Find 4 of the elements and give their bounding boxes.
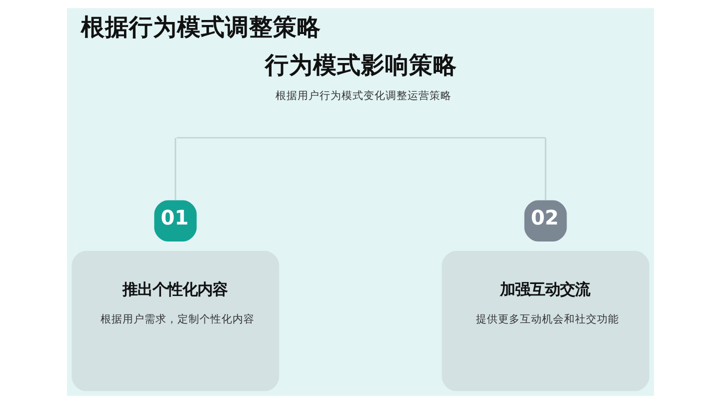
connector [544, 138, 546, 200]
diagram-title: 根据行为模式调整策略 [80, 13, 321, 42]
node-text: 行为模式影响策略 根据用户行为模式变化调整运营策略 [264, 50, 457, 102]
connector [174, 138, 176, 200]
